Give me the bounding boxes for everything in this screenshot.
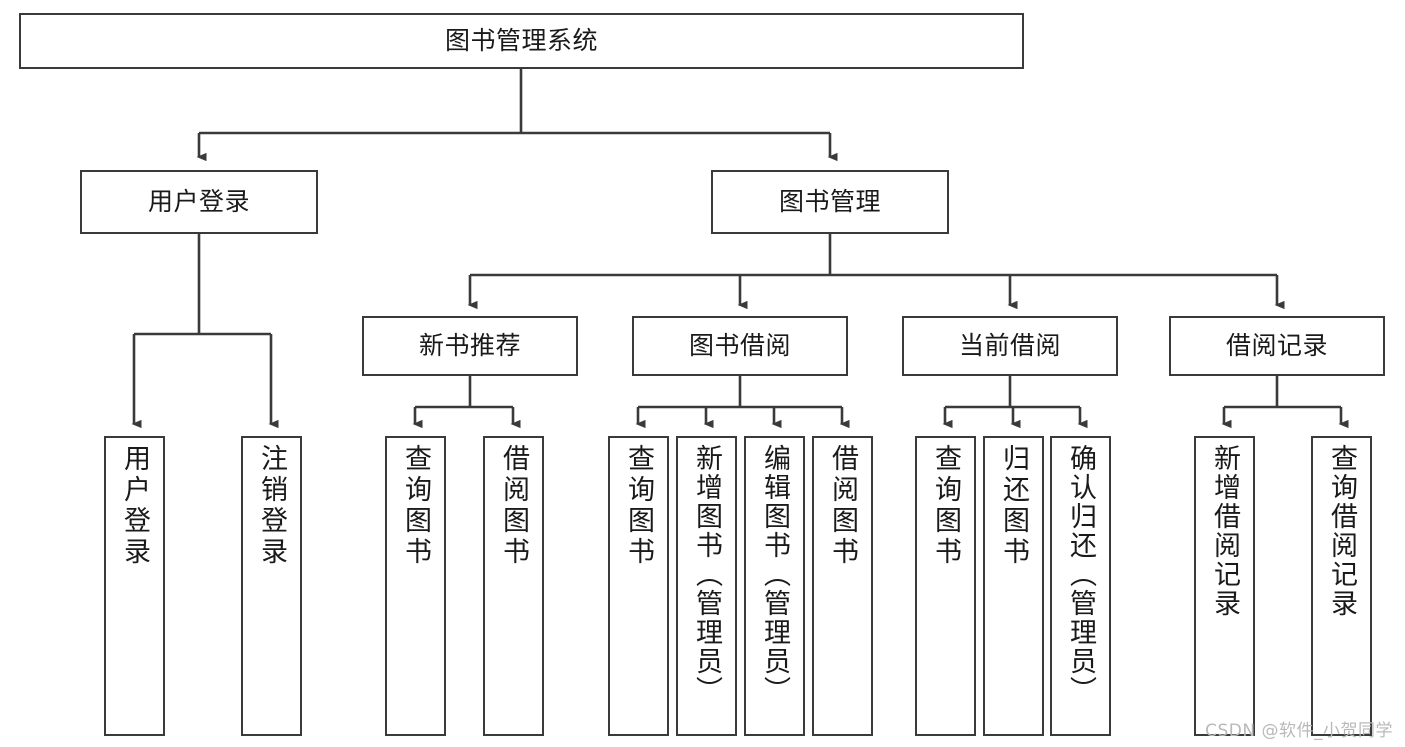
node-label: 新书推荐 (418, 331, 521, 361)
leaf-new-book-query[interactable]: 查询图书 (385, 436, 446, 736)
node-label: 图书管理系统 (444, 26, 598, 56)
leaf-book-borrow-add-admin[interactable]: 新增图书（管理员） (676, 436, 737, 736)
node-current-borrow[interactable]: 当前借阅 (902, 316, 1118, 376)
node-new-book-recommend[interactable]: 新书推荐 (362, 316, 578, 376)
leaf-new-book-borrow[interactable]: 借阅图书 (483, 436, 544, 736)
node-borrow-record[interactable]: 借阅记录 (1169, 316, 1385, 376)
node-label: 查询图书 (623, 444, 654, 568)
leaf-user-login-login[interactable]: 用户登录 (104, 436, 165, 736)
leaf-current-borrow-confirm-admin[interactable]: 确认归还（管理员） (1050, 436, 1111, 736)
leaf-current-borrow-return[interactable]: 归还图书 (983, 436, 1044, 736)
node-user-login[interactable]: 用户登录 (80, 170, 318, 234)
leaf-current-borrow-query[interactable]: 查询图书 (915, 436, 976, 736)
node-label: 借阅图书 (827, 444, 858, 568)
node-label: 新增借阅记录 (1209, 444, 1240, 618)
node-label: 用户登录 (119, 444, 150, 568)
leaf-book-borrow-edit-admin[interactable]: 编辑图书（管理员） (744, 436, 805, 736)
node-label: 用户登录 (147, 187, 250, 217)
node-root-book-management-system[interactable]: 图书管理系统 (19, 13, 1024, 69)
leaf-book-borrow-query[interactable]: 查询图书 (608, 436, 669, 736)
leaf-borrow-record-add[interactable]: 新增借阅记录 (1194, 436, 1255, 736)
node-label: 查询图书 (930, 444, 961, 568)
node-label: 查询借阅记录 (1326, 444, 1357, 618)
node-label: 借阅图书 (498, 444, 529, 568)
node-label: 借阅记录 (1225, 331, 1328, 361)
node-label: 归还图书 (998, 444, 1029, 568)
leaf-borrow-record-query[interactable]: 查询借阅记录 (1311, 436, 1372, 736)
node-book-management[interactable]: 图书管理 (711, 170, 949, 234)
node-label: 新增图书（管理员） (691, 444, 722, 705)
node-label: 注销登录 (256, 444, 287, 568)
node-label: 当前借阅 (958, 331, 1061, 361)
watermark-text: CSDN @软件_小贺同学 (1205, 721, 1393, 741)
node-label: 图书借阅 (688, 331, 791, 361)
node-label: 图书管理 (778, 187, 881, 217)
node-label: 编辑图书（管理员） (759, 444, 790, 705)
node-book-borrow[interactable]: 图书借阅 (632, 316, 848, 376)
leaf-user-login-logout[interactable]: 注销登录 (241, 436, 302, 736)
node-label: 查询图书 (400, 444, 431, 568)
node-label: 确认归还（管理员） (1065, 444, 1096, 705)
leaf-book-borrow-borrow[interactable]: 借阅图书 (812, 436, 873, 736)
